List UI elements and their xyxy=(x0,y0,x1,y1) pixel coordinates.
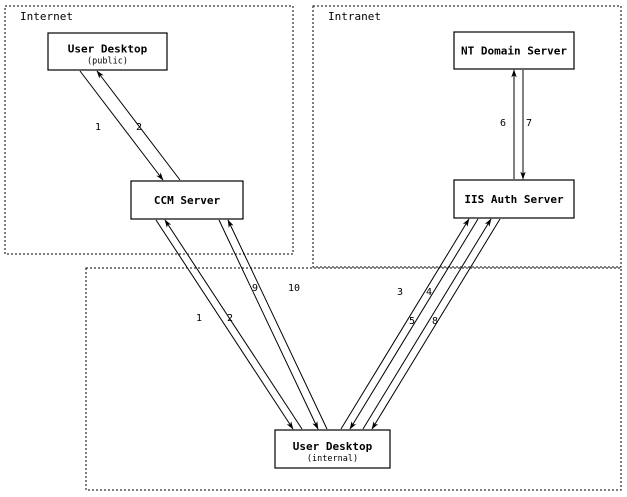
edge-label-label-7: 7 xyxy=(526,118,532,129)
node-user-desktop-internal[interactable]: User Desktop(internal) xyxy=(274,429,391,469)
zone-boundary-internal xyxy=(85,267,622,491)
edge-label-label-1-public: 1 xyxy=(95,122,101,133)
node-box-nt-domain-server[interactable] xyxy=(453,31,575,70)
edge-label-label-5: 5 xyxy=(409,316,415,327)
node-title-nt-domain-server: NT Domain Server xyxy=(461,45,567,58)
node-ccm-server[interactable]: CCM Server xyxy=(130,180,244,220)
node-title-user-desktop-internal: User Desktop xyxy=(293,440,373,453)
flow-edge-8-down xyxy=(371,218,501,430)
node-box-user-desktop-public[interactable] xyxy=(47,32,168,71)
flow-edge-5-up xyxy=(362,218,492,430)
edge-label-label-3: 3 xyxy=(397,287,403,298)
node-iis-auth-server[interactable]: IIS Auth Server xyxy=(453,179,575,219)
edge-label-label-1-internal: 1 xyxy=(196,313,202,324)
edges-layer xyxy=(79,69,526,430)
zone-intranet: Intranet xyxy=(312,5,622,268)
edge-label-label-2-public: 2 xyxy=(136,122,142,133)
node-box-user-desktop-internal[interactable] xyxy=(274,429,391,469)
node-title-iis-auth-server: IIS Auth Server xyxy=(464,193,564,206)
zone-internal xyxy=(85,267,622,491)
node-subtitle-user-desktop-public: (public) xyxy=(87,57,128,67)
flow-edge-10-up xyxy=(227,219,328,430)
edge-label-label-10: 10 xyxy=(288,283,300,294)
node-nt-domain-server[interactable]: NT Domain Server xyxy=(453,31,575,70)
flow-edge-1-internal-down xyxy=(155,219,294,430)
node-title-user-desktop-public: User Desktop xyxy=(68,43,148,56)
node-title-ccm-server: CCM Server xyxy=(154,194,221,207)
node-box-ccm-server[interactable] xyxy=(130,180,244,220)
node-user-desktop-public[interactable]: User Desktop(public) xyxy=(47,32,168,71)
edge-label-label-6: 6 xyxy=(500,118,506,129)
edge-label-label-8: 8 xyxy=(432,316,438,327)
zones-layer: Internet Intranet xyxy=(4,5,622,491)
zone-boundary-internet xyxy=(4,5,294,255)
edge-label-label-4: 4 xyxy=(426,287,432,298)
edge-label-label-2-internal: 2 xyxy=(227,313,233,324)
zone-internet: Internet xyxy=(4,5,294,255)
zone-boundary-intranet xyxy=(312,5,622,268)
zone-label-internet: Internet xyxy=(20,10,73,23)
node-subtitle-user-desktop-internal: (internal) xyxy=(307,454,358,464)
flow-edge-3-up xyxy=(340,218,470,430)
node-box-iis-auth-server[interactable] xyxy=(453,179,575,219)
flow-edge-2-internal-up xyxy=(164,219,303,430)
flow-edge-4-down xyxy=(349,218,479,430)
flow-edge-9-down xyxy=(218,219,319,430)
edge-labels-layer: 1 2 6 7 9 10 1 2 3 4 5 8 xyxy=(95,118,532,327)
flow-edge-2-public-up xyxy=(96,70,181,181)
edge-label-label-9: 9 xyxy=(252,283,258,294)
zone-label-intranet: Intranet xyxy=(328,10,381,23)
flow-edge-1-public-down xyxy=(79,70,164,181)
